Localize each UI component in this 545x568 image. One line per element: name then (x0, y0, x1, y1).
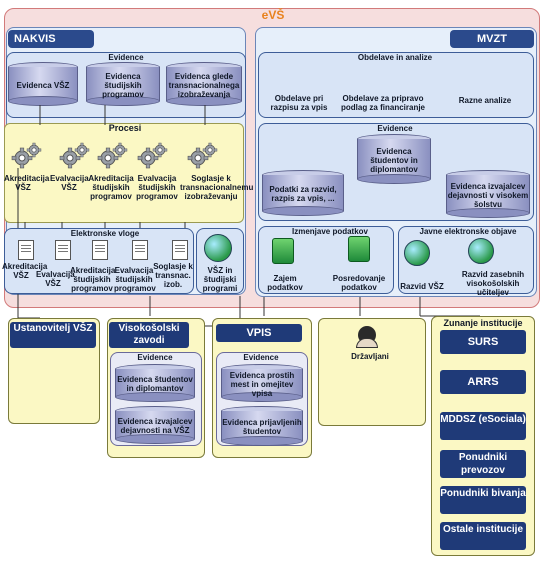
globe-icon (204, 234, 232, 262)
zunanje-title: Zunanje institucije (443, 318, 523, 328)
procesi-label-4: Soglasje k transnacionalnemu izobraževan… (180, 174, 254, 201)
document-icon (55, 240, 71, 260)
zunanje-item-prevozi: Ponudniki prevozov (440, 450, 526, 478)
obdelave-box (258, 52, 534, 118)
document-icon (18, 240, 34, 260)
vpis-evidence-title: Evidence (243, 353, 279, 362)
obdelave-label-2: Razne analize (458, 96, 512, 105)
objave-label-1: Razvid zasebnih visokošolskih učiteljev (461, 270, 525, 297)
vsz-header: Visokošolski zavodi (109, 322, 189, 348)
vsz-programi-label: VŠZ in študijski programi (202, 266, 238, 293)
procesi-label-3: Evalvacija študijskih programov (136, 174, 178, 201)
drzavljani-label: Državljani (351, 352, 389, 361)
gear-icon (152, 142, 168, 158)
evs-title: eVŠ (261, 8, 285, 22)
zunanje-item-surs: SURS (440, 330, 526, 354)
globe-icon (404, 240, 430, 266)
vsz-db-izvajalci: Evidenca izvajalcev dejavnosti na VŠZ (115, 406, 195, 444)
procesi-label-2: Akreditacija študijskih programov (88, 174, 134, 201)
nakvis-evidence-title: Evidence (108, 53, 144, 62)
import-arrow-icon (272, 238, 294, 264)
procesi-box (4, 123, 244, 223)
nakvis-header: NAKVIS (8, 30, 94, 48)
vloge-label-2: Akreditacija študijskih programov (70, 266, 116, 293)
mvzt-evidence-title: Evidence (377, 124, 413, 133)
mvzt-db-razvid: Podatki za razvid, razpis za vpis, ... (262, 170, 344, 216)
drzavljani-box (318, 318, 426, 426)
export-arrow-icon (348, 236, 370, 262)
gear-icon (112, 142, 128, 158)
mvzt-db-izvajalci: Evidenca izvajalcev dejavnosti v visokem… (446, 170, 530, 218)
zunanje-item-ostale: Ostale institucije (440, 522, 526, 550)
procesi-title: Procesi (108, 123, 142, 133)
vloge-label-4: Soglasje k transnac. izob. (153, 262, 193, 289)
gear-icon (202, 142, 218, 158)
vloge-label-1: Evalvacija VŠZ (36, 270, 75, 288)
document-icon (92, 240, 108, 260)
obdelave-title: Obdelave in analize (357, 53, 433, 62)
nakvis-db-programi: Evidenca študijskih programov (86, 62, 160, 106)
vloge-label-0: Akreditacija VŠZ (2, 262, 48, 280)
zunanje-item-arrs: ARRS (440, 370, 526, 394)
izmenjave-title: Izmenjave podatkov (291, 227, 369, 236)
vsz-db-studenti: Evidenca študentov in diplomantov (115, 364, 195, 402)
vloge-box (4, 228, 194, 294)
izmenjave-label-1: Posredovanje podatkov (332, 274, 386, 292)
izmenjave-label-0: Zajem podatkov (267, 274, 303, 292)
procesi-label-1: Evalvacija VŠZ (50, 174, 89, 192)
document-icon (172, 240, 188, 260)
gear-icon (26, 142, 42, 158)
document-icon (132, 240, 148, 260)
vsz-evidence-title: Evidence (137, 353, 173, 362)
vpis-db-prijavljeni: Evidenca prijavljenih študentov (221, 406, 303, 446)
vloge-label-3: Evalvacija študijskih programov (114, 266, 156, 293)
nakvis-db-transnac: Evidenca glede transnacionalnega izobraž… (166, 62, 242, 106)
gear-icon (74, 142, 90, 158)
obdelave-label-1: Obdelave za pripravo podlag za financira… (340, 94, 425, 112)
vpis-db-mesta: Evidenca prostih mest in omejitev vpisa (221, 364, 303, 402)
vpis-header: VPIS (216, 324, 302, 342)
zunanje-item-bivanje: Ponudniki bivanja (440, 486, 526, 514)
vloge-title: Elektronske vloge (70, 229, 140, 238)
mvzt-header: MVZT (450, 30, 534, 48)
globe-icon (468, 238, 494, 264)
obdelave-label-0: Obdelave pri razpisu za vpis (270, 94, 328, 112)
zunanje-item-mddsz: MDDSZ (eSociala) (440, 412, 526, 440)
mvzt-db-studenti: Evidenca študentov in diplomantov (357, 134, 431, 184)
objave-title: Javne elektronske objave (419, 227, 517, 236)
objave-label-0: Razvid VŠZ (400, 282, 444, 291)
nakvis-db-vsz: Evidenca VŠZ (8, 62, 78, 106)
ustanovitelj-header: Ustanovitelj VŠZ (10, 322, 96, 348)
procesi-label-0: Akreditacija VŠZ (4, 174, 50, 192)
